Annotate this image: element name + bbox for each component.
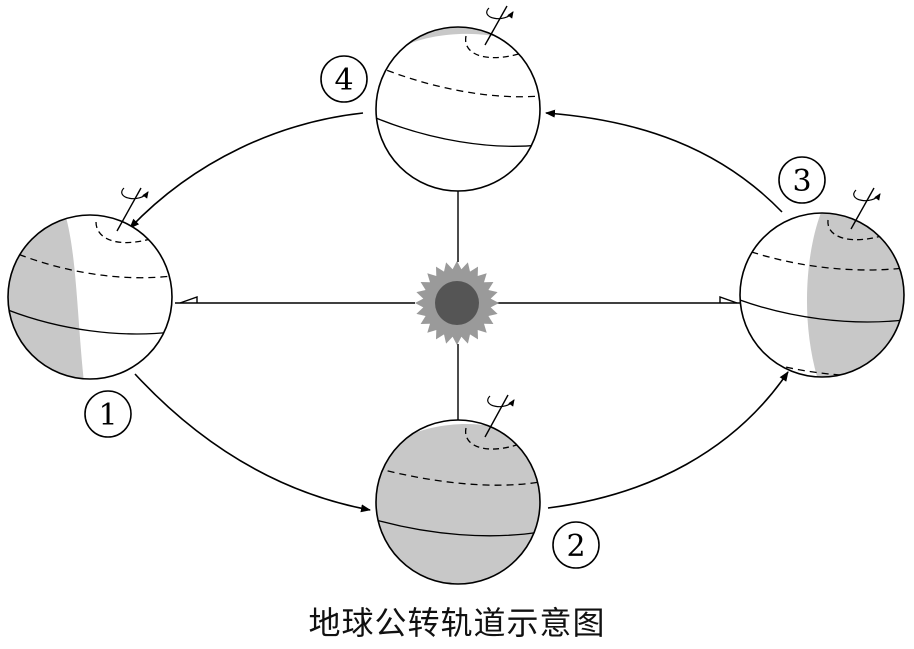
sun: [415, 261, 499, 345]
orbit-diagram: 1 2 3 4: [7, 5, 905, 585]
svg-text:4: 4: [334, 63, 353, 98]
orbit-arrow-3-to-4: [545, 109, 783, 213]
earth-position-4: [375, 5, 541, 192]
svg-text:3: 3: [792, 164, 811, 199]
orbit-arrow-2-to-3: [547, 371, 789, 509]
sun-core: [435, 281, 479, 325]
earth-position-1: [7, 187, 173, 380]
orbit-path: [129, 109, 789, 513]
earth-position-3: [739, 187, 905, 378]
svg-text:1: 1: [98, 398, 117, 433]
svg-text:2: 2: [566, 529, 585, 564]
earth-position-2: [375, 394, 541, 585]
position-label-4: 4: [320, 55, 368, 103]
position-label-1: 1: [84, 390, 132, 438]
position-label-2: 2: [552, 521, 600, 569]
orbit-arrow-1-to-2: [134, 373, 371, 513]
orbit-arrow-4-to-1: [129, 112, 364, 229]
position-label-3: 3: [778, 156, 826, 204]
diagram-caption: 地球公转轨道示意图: [308, 604, 606, 642]
